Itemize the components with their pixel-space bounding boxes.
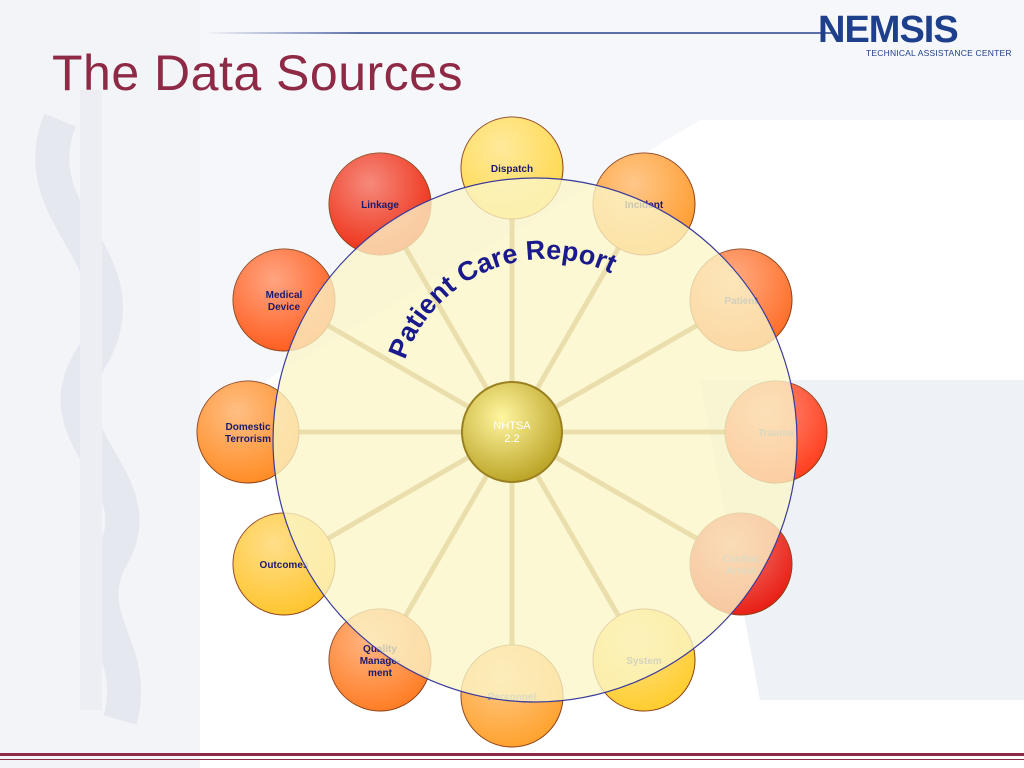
hub-circle [461,381,563,483]
logo-subtitle: TECHNICAL ASSISTANCE CENTER [866,48,1012,58]
node-label-line: Outcomes [260,560,309,571]
nemsis-logo: NEMSIS TECHNICAL ASSISTANCE CENTER [818,10,1018,62]
node-label-line: Terrorism [225,434,271,445]
node-label: Linkage [361,200,399,211]
node-label-line: Domestic [225,422,270,433]
node-label-line: Linkage [361,200,399,211]
node-label-line: Dispatch [491,164,533,175]
header-rule [205,32,835,34]
footer-rule-thin [0,759,1024,760]
logo-wordmark: NEMSIS [818,9,959,51]
node-label: Outcomes [260,560,309,571]
slide-title: The Data Sources [52,45,463,101]
footer-rule [0,753,1024,756]
node-label: Dispatch [491,164,533,175]
node-label-line: Manage- [360,656,401,667]
hub-label-line: 2.2 [504,433,519,445]
hub-label-line: NHTSA [493,420,531,432]
node-label-line: Device [268,302,301,313]
node-label-line: Medical [266,290,303,301]
node-label-line: ment [368,668,393,679]
